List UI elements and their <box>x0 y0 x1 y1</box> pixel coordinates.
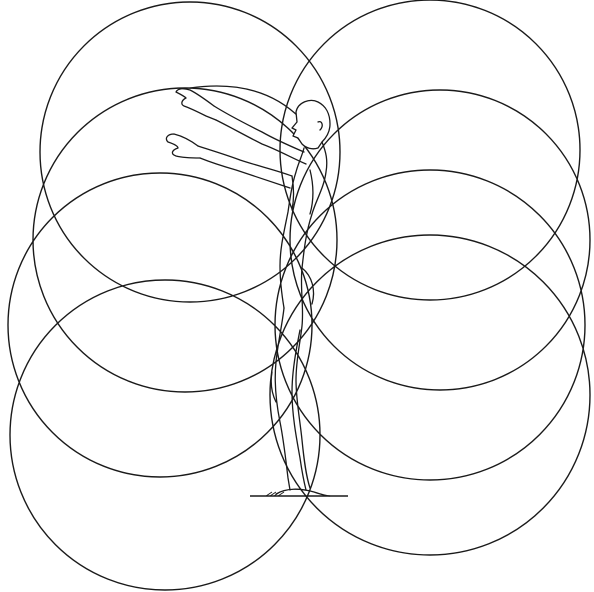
head <box>292 100 330 148</box>
gesture-arc <box>190 86 300 118</box>
circle-low-left <box>10 280 320 590</box>
front-leg <box>275 308 290 490</box>
circle-mid-left-2 <box>8 173 312 477</box>
circle-upper-left <box>40 2 340 302</box>
rear-leg <box>292 330 306 490</box>
arm-far-lower <box>200 158 290 188</box>
hand-near <box>176 89 216 120</box>
circle-low-right <box>270 235 590 555</box>
ground-line <box>250 492 348 496</box>
hip-detail <box>302 268 314 304</box>
chest-detail <box>310 170 313 214</box>
upper-arm-near <box>214 106 304 152</box>
human-figure <box>166 89 330 496</box>
circle-mid-right-1 <box>290 90 590 390</box>
hand-far <box>166 134 200 158</box>
shoulder-detail <box>292 176 294 210</box>
front-torso <box>280 148 304 308</box>
circle-mid-right-2 <box>275 170 585 480</box>
circle-group <box>8 0 590 590</box>
